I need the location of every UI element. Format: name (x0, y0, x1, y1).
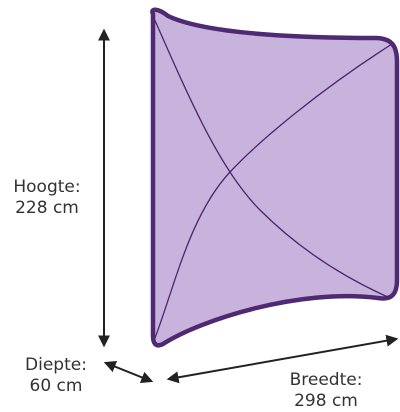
height-label-name: Hoogte: (13, 177, 81, 197)
depth-arrow (103, 360, 154, 384)
width-label: Breedte: 298 cm (272, 370, 380, 412)
fabric-panel (150, 7, 400, 348)
depth-label: Diepte: 60 cm (16, 355, 96, 397)
seam-line-top-left-to-bottom-right (152, 15, 391, 299)
seam-line-top-right-to-bottom-left (154, 43, 393, 339)
depth-label-name: Diepte: (25, 355, 87, 375)
height-label: Hoogte: 228 cm (4, 177, 90, 219)
width-arrow (166, 334, 399, 384)
height-label-value: 228 cm (15, 198, 79, 218)
depth-label-value: 60 cm (29, 376, 83, 396)
width-label-name: Breedte: (289, 370, 363, 390)
width-label-value: 298 cm (294, 391, 358, 411)
